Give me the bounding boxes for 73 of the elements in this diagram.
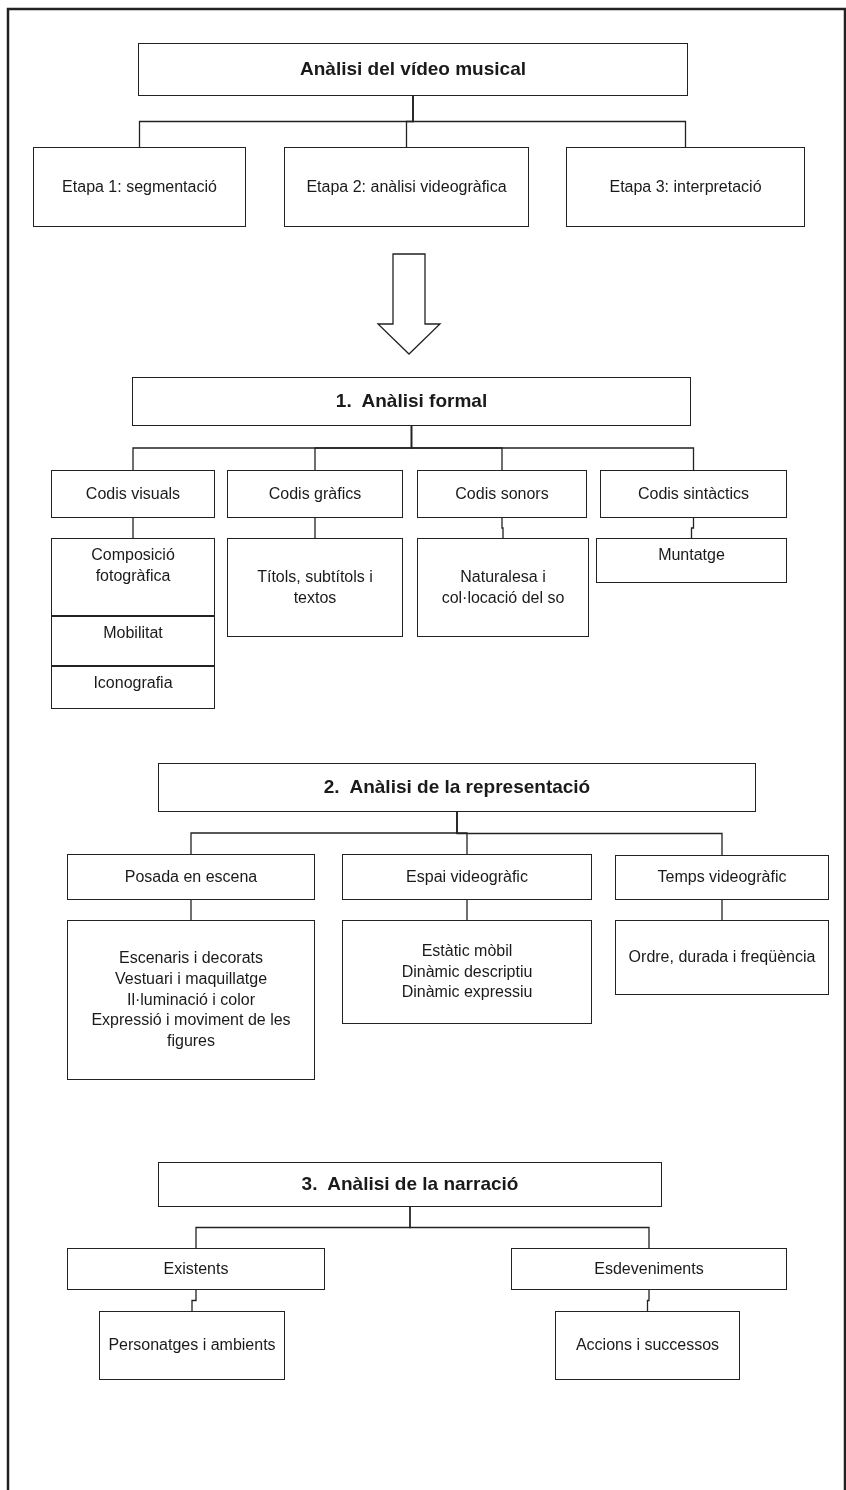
heading-box (158, 763, 756, 812)
box-text: Escenaris i decorats (118, 948, 264, 968)
box-text: Codis sonors (455, 483, 549, 504)
category-box (99, 1311, 285, 1380)
box-text: Ordre, durada i freqüència (628, 947, 816, 968)
box-text: Composició fotogràfica (90, 545, 176, 586)
connector-line (191, 1289, 197, 1312)
heading-box (158, 1162, 662, 1207)
category-box (555, 1311, 740, 1380)
connector-line (314, 517, 316, 539)
connector-line (190, 899, 192, 921)
box-text: Dinàmic descriptiu (401, 961, 533, 982)
box-text: Accions i successos (575, 1335, 720, 1356)
category-box (51, 616, 215, 666)
category-box (511, 1248, 787, 1290)
heading-box (138, 43, 688, 96)
heading-text: 3. Anàlisi de la narració (301, 1172, 519, 1197)
connector-line (409, 1206, 650, 1249)
category-box (227, 470, 403, 518)
category-box (227, 538, 403, 637)
box-text: Personatges i ambients (108, 1335, 276, 1356)
box-text: Codis sintàctics (637, 483, 750, 504)
box-text: Codis visuals (85, 483, 181, 504)
category-box (51, 538, 215, 616)
connector-line (412, 95, 687, 148)
category-box (67, 854, 315, 900)
box-text: Existents (163, 1258, 229, 1279)
category-box (342, 854, 592, 900)
category-box (615, 920, 829, 995)
category-box (33, 147, 246, 227)
box-text: Estàtic mòbil (421, 940, 513, 961)
connector-line (466, 899, 468, 921)
category-box (417, 470, 587, 518)
heading-text: 1. Anàlisi formal (335, 389, 488, 414)
category-box (342, 920, 592, 1024)
category-box (600, 470, 787, 518)
box-text: Expressió i moviment de les figures (90, 1010, 292, 1052)
box-text: Espai videogràfic (406, 866, 528, 887)
connector-line (690, 517, 695, 539)
connector-line (501, 517, 504, 539)
box-text: Esdeveniments (594, 1258, 704, 1279)
box-text: Codis gràfics (268, 483, 362, 504)
connector-line (721, 899, 723, 921)
box-text: Etapa 1: segmentació (62, 176, 217, 197)
box-text: Posada en escena (124, 866, 258, 887)
connector-line (456, 811, 723, 856)
category-box (417, 538, 589, 637)
category-box (566, 147, 805, 227)
box-text: Muntatge (658, 545, 725, 565)
category-box (284, 147, 529, 227)
category-box (51, 470, 215, 518)
box-text: Vestuari i maquillatge (114, 968, 268, 989)
connector-line (646, 1289, 650, 1312)
connector-line (410, 425, 695, 471)
box-text: Etapa 3: interpretació (609, 176, 762, 197)
category-box (67, 920, 315, 1080)
category-box (615, 855, 829, 900)
box-text: Naturalesa i col·locació del so (440, 566, 566, 608)
category-box (67, 1248, 325, 1290)
box-text: Mobilitat (103, 623, 163, 643)
heading-box (132, 377, 691, 426)
category-box (51, 666, 215, 709)
box-text: Temps videogràfic (657, 867, 787, 888)
heading-text: 2. Anàlisi de la representació (323, 775, 591, 800)
box-text: Dinàmic expressiu (401, 982, 533, 1003)
heading-text: Anàlisi del vídeo musical (300, 57, 526, 82)
box-text: Iconografia (93, 673, 173, 693)
box-text: Etapa 2: anàlisi videogràfica (306, 176, 507, 197)
block-arrow (376, 253, 442, 355)
box-text: Títols, subtítols i textos (256, 566, 374, 608)
connector-line (132, 517, 134, 539)
category-box (596, 538, 787, 583)
box-text: Il·luminació i color (126, 989, 255, 1010)
